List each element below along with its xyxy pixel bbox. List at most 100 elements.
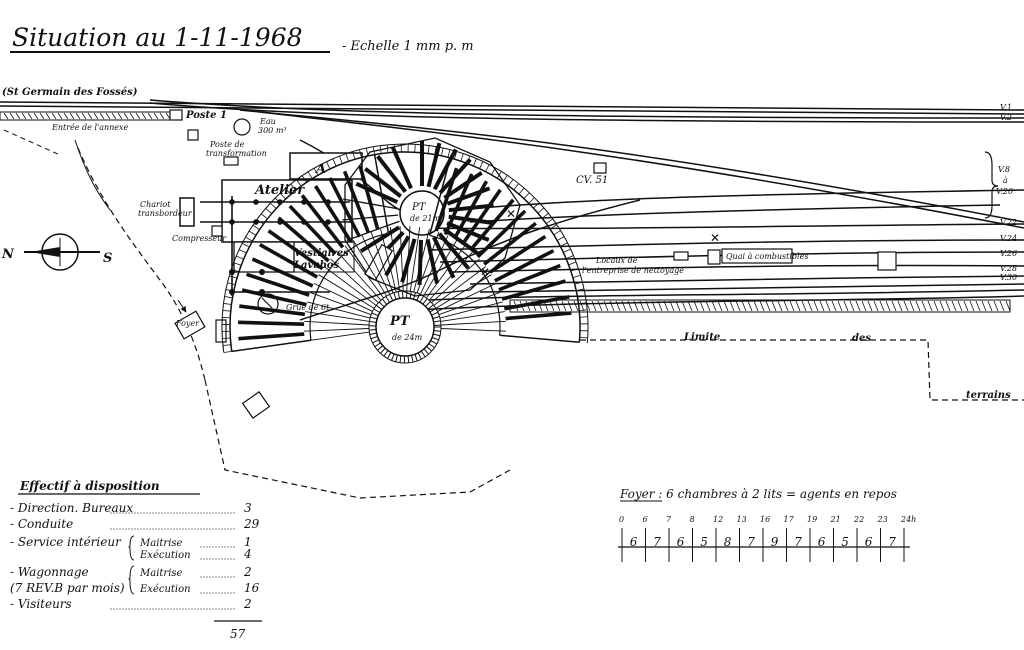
foyer-count-value: 6 xyxy=(677,535,685,549)
poste1-label: Poste 1 xyxy=(185,110,227,121)
effectif-table: Effectif à disposition - Direction. Bure… xyxy=(10,479,262,641)
effectif-row-sub: Exécution xyxy=(139,550,191,561)
foyer-hour-label: 13 xyxy=(737,515,747,524)
pt21-label: PT xyxy=(411,202,427,213)
grue-label: Grue de 6t xyxy=(286,303,330,312)
foyer-hour-label: 16 xyxy=(760,515,770,524)
effectif-row-label: (7 REV.B par mois) xyxy=(10,581,125,595)
foyer-count-value: 7 xyxy=(653,535,661,549)
foyer-caption: Foyer : 6 chambres à 2 lits = agents en … xyxy=(619,487,897,501)
effectif-row-label: - Service intérieur xyxy=(10,535,122,549)
quai-label: Quai à combustibles xyxy=(726,252,808,261)
poste-transfo-label-1: Poste de xyxy=(209,140,245,149)
effectif-heading: Effectif à disposition xyxy=(19,479,160,493)
track-label: V.22 xyxy=(1000,218,1017,227)
foyer-count-value: 6 xyxy=(865,535,873,549)
effectif-total: 57 xyxy=(230,627,246,641)
foyer-count-value: 5 xyxy=(841,535,849,549)
track-label: V.2 xyxy=(1000,113,1012,122)
foyer-hour-label: 22 xyxy=(853,515,864,524)
effectif-row-value: 29 xyxy=(243,517,260,531)
scale-note: - Echelle 1 mm p. m xyxy=(342,39,474,54)
foyer-count-value: 8 xyxy=(724,535,732,549)
foyer-count-value: 7 xyxy=(794,535,802,549)
effectif-row-sub: Exécution xyxy=(139,584,191,595)
effectif-row-value: 2 xyxy=(243,565,252,579)
limite-label: Limite xyxy=(683,332,720,343)
svg-text:✕: ✕ xyxy=(710,231,720,245)
roundhouse-24m-stalls xyxy=(238,165,572,341)
poste1-building xyxy=(169,109,183,121)
effectif-row-value: 3 xyxy=(244,501,252,515)
foyer-hour-label: 23 xyxy=(877,515,888,524)
foyer-hour-label: 8 xyxy=(690,515,695,524)
foyer-count-value: 7 xyxy=(888,535,896,549)
quai-combustibles xyxy=(721,248,793,264)
entree-label: Entrée de l'annexe xyxy=(51,123,129,132)
building-a xyxy=(289,152,363,180)
foyer-count-value: 6 xyxy=(630,535,638,549)
effectif-row-value: 1 xyxy=(244,535,252,549)
foyer-count-value: 9 xyxy=(771,535,779,549)
effectif-row-value: 16 xyxy=(244,581,260,595)
compass-south: S xyxy=(103,251,112,266)
v20-label: V.20 xyxy=(996,187,1013,196)
effectif-row-value: 2 xyxy=(243,597,252,611)
water-tower xyxy=(233,118,251,136)
foyer-building-label: Foyer xyxy=(175,319,200,328)
roundhouse-21m-outline xyxy=(344,137,521,297)
track-label: V.28 xyxy=(1000,264,1017,273)
foyer-building xyxy=(174,310,206,340)
v8-to-label: à xyxy=(1003,176,1008,185)
track-label: V.26 xyxy=(1000,249,1017,258)
track-labels: V.1V.2V.22V.24V.26V.28V.30 xyxy=(1000,103,1017,282)
foyer-hour-label: 24h xyxy=(900,515,916,524)
cv-label: CV. 51 xyxy=(576,175,608,186)
effectif-row-sub: Maitrise xyxy=(139,568,183,579)
terrains-label: terrains xyxy=(966,390,1011,401)
compresseur-label: Compresseur xyxy=(172,234,227,243)
effectif-row-label: - Visiteurs xyxy=(10,597,72,611)
effectif-row-label: - Direction. Bureaux xyxy=(10,501,133,515)
pt24-label: PT xyxy=(389,314,411,329)
foyer-count-value: 6 xyxy=(818,535,826,549)
track-label: V.30 xyxy=(1000,273,1017,282)
eau-label: Eau xyxy=(259,117,276,126)
svg-text:✕: ✕ xyxy=(480,265,490,279)
effectif-row-value: 4 xyxy=(243,547,252,561)
roundhouse-24m-spokes xyxy=(304,226,506,342)
effectif-row-label: - Wagonnage xyxy=(10,565,89,579)
foyer-hour-label: 17 xyxy=(784,515,795,524)
poste-transfo-label-2: transformation xyxy=(206,149,267,158)
effectif-row-sub: Maitrise xyxy=(139,538,183,549)
main-tracks xyxy=(0,99,1024,321)
turntable-24m xyxy=(375,297,435,357)
chariot-label-2: transbordeur xyxy=(138,209,193,218)
platform-hatch xyxy=(513,300,1011,312)
des-label: des xyxy=(852,333,871,344)
track-label: V.24 xyxy=(1000,234,1017,243)
locaux-label-2: l'entreprise de nettoyage xyxy=(582,266,684,275)
atelier-label: Atelier xyxy=(253,183,305,198)
pt21-size: de 21m xyxy=(410,214,441,223)
foyer-hour-label: 7 xyxy=(666,515,672,524)
foyer-hour-label: 0 xyxy=(619,515,624,524)
v8-label: V.8 xyxy=(998,165,1010,174)
compass-icon xyxy=(24,233,100,271)
eau-volume: 300 m³ xyxy=(258,126,287,135)
foyer-hour-label: 21 xyxy=(830,515,841,524)
pt24-size: de 24m xyxy=(392,333,423,342)
effectif-row-label: - Conduite xyxy=(10,517,73,531)
foyer-count-value: 5 xyxy=(700,535,708,549)
track-label: V.1 xyxy=(1000,103,1012,112)
foyer-hour-label: 12 xyxy=(713,515,723,524)
compass-north: N xyxy=(1,247,15,262)
cv-box xyxy=(593,162,607,174)
site-limit xyxy=(580,339,1024,401)
foyer-hour-label: 6 xyxy=(643,515,648,524)
svg-text:✕: ✕ xyxy=(506,207,516,221)
origin-label: (St Germain des Fossés) xyxy=(2,87,138,98)
plan-title: Situation au 1-11-1968 xyxy=(12,23,303,52)
foyer-hour-label: 19 xyxy=(807,515,817,524)
